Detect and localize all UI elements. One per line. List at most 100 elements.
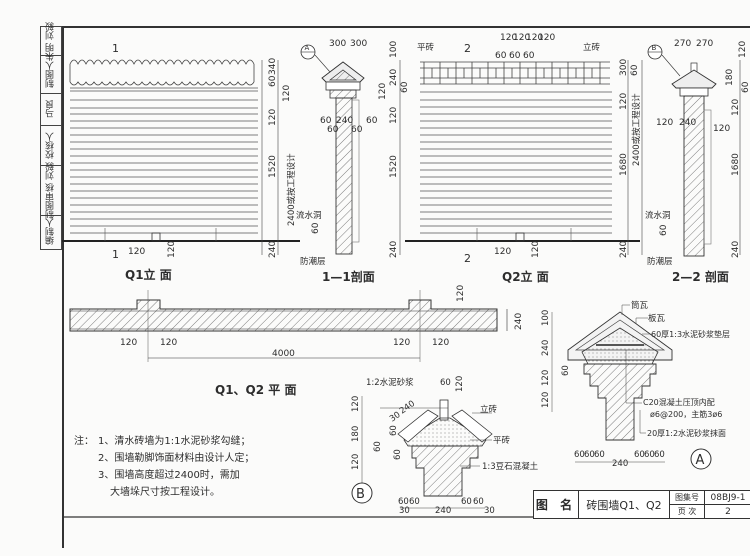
svg-text:60: 60 — [654, 450, 665, 460]
svg-text:120: 120 — [538, 33, 555, 43]
sidebar-cell: 制图人 — [41, 55, 61, 94]
drawing-name: 砖围墙Q1、Q2 — [579, 491, 670, 518]
section-mark-2-top: 2 — [464, 42, 471, 55]
section-mark-1-top: 1 — [112, 42, 119, 55]
svg-text:A: A — [305, 44, 310, 52]
svg-text:60: 60 — [440, 378, 451, 388]
svg-text:60: 60 — [509, 51, 521, 61]
svg-text:筒瓦: 筒瓦 — [631, 300, 649, 311]
svg-text:60: 60 — [584, 450, 595, 460]
svg-text:300: 300 — [619, 59, 629, 76]
svg-text:立砖: 立砖 — [480, 404, 498, 415]
svg-text:120: 120 — [619, 93, 629, 110]
svg-text:60: 60 — [311, 222, 321, 234]
svg-text:60: 60 — [594, 450, 605, 460]
svg-text:240: 240 — [268, 241, 278, 258]
svg-text:240: 240 — [336, 116, 353, 126]
svg-text:1520: 1520 — [268, 155, 278, 178]
drawing-frame — [62, 26, 750, 548]
svg-text:120: 120 — [378, 83, 388, 100]
svg-text:120: 120 — [282, 85, 292, 102]
atlas-number: 08BJ9-1 — [710, 492, 746, 503]
svg-text:120: 120 — [389, 107, 399, 124]
svg-text:1:3豆石混凝土: 1:3豆石混凝土 — [482, 461, 539, 472]
svg-text:120: 120 — [432, 338, 449, 348]
page-number-label: 页 次 — [670, 505, 705, 518]
drawing-name-label: 图 名 — [534, 491, 579, 518]
q2-elevation-title: Q2立 面 — [502, 269, 549, 284]
svg-text:平砖: 平砖 — [493, 435, 511, 446]
sidebar-cell: 马良 — [41, 93, 61, 126]
sidebar-cell: 制图审核 刘毅 — [41, 162, 61, 218]
svg-text:120: 120 — [456, 285, 466, 302]
svg-text:防潮层: 防潮层 — [300, 256, 326, 267]
section-2-2: B 270 270 120 240 120 120 180 60 120 168… — [645, 39, 750, 284]
plan-span-dim: 4000 — [272, 349, 295, 359]
svg-text:300: 300 — [350, 39, 367, 49]
title-block: 图 名 砖围墙Q1、Q2 图集号 08BJ9-1 页 次 2 — [533, 490, 750, 519]
svg-text:30: 30 — [484, 506, 495, 516]
svg-text:240: 240 — [612, 459, 628, 469]
wall-plan: 120 120 120 120 4000 240 120 Q1、Q2 平 面 — [69, 285, 524, 397]
svg-text:180: 180 — [725, 69, 735, 86]
atlas-number-label: 图集号 — [670, 491, 705, 504]
svg-text:120: 120 — [268, 109, 278, 126]
svg-text:立砖: 立砖 — [583, 42, 601, 53]
notes: 注：1、清水砖墙为1:1水泥砂浆勾缝； 2、围墙勒脚饰面材料由设计人定； 3、围… — [74, 433, 254, 501]
section-2-2-title: 2—2 剖面 — [672, 269, 729, 284]
svg-text:防潮层: 防潮层 — [647, 256, 673, 267]
svg-text:C20混凝土压顶内配: C20混凝土压顶内配 — [643, 397, 715, 407]
svg-text:120: 120 — [531, 241, 541, 258]
svg-text:60: 60 — [561, 365, 571, 376]
svg-text:240: 240 — [619, 241, 629, 258]
svg-text:60: 60 — [398, 497, 409, 507]
svg-text:120: 120 — [167, 241, 177, 258]
sidebar-cell: 朱明 刘毅 — [41, 22, 61, 60]
svg-text:60: 60 — [366, 116, 378, 126]
svg-text:120: 120 — [500, 33, 517, 43]
svg-text:240: 240 — [514, 313, 524, 330]
detail-b-label: B — [356, 487, 365, 502]
svg-text:60: 60 — [461, 497, 472, 507]
svg-text:60: 60 — [327, 125, 339, 135]
section-mark-1-bottom: 1 — [112, 248, 119, 261]
svg-text:120: 120 — [494, 247, 511, 257]
sidebar-cell: 校核人 — [41, 125, 61, 166]
notes-label: 注： — [74, 436, 94, 447]
svg-text:1:2水泥砂浆: 1:2水泥砂浆 — [366, 377, 414, 388]
detail-b: 1:2水泥砂浆 立砖 平砖 1:3豆石混凝土 60 120 30 240 60 … — [351, 376, 539, 516]
svg-text:2400或按工程设计: 2400或按工程设计 — [631, 93, 642, 166]
svg-text:1520: 1520 — [389, 155, 399, 178]
svg-text:240: 240 — [679, 118, 696, 128]
note-item: 大墙垛尺寸按工程设计。 — [110, 487, 220, 498]
svg-text:120: 120 — [160, 338, 177, 348]
svg-text:60: 60 — [574, 450, 585, 460]
svg-text:120: 120 — [120, 338, 137, 348]
svg-text:120: 120 — [656, 118, 673, 128]
svg-text:60厚1:3水泥砂浆垫层: 60厚1:3水泥砂浆垫层 — [651, 329, 730, 339]
section-1-1-title: 1—1剖面 — [322, 269, 375, 284]
svg-text:板瓦: 板瓦 — [648, 313, 666, 324]
svg-text:120: 120 — [541, 392, 551, 408]
svg-text:流水洞: 流水洞 — [296, 210, 322, 221]
svg-text:240: 240 — [731, 241, 741, 258]
note-item: 2、围墙勒脚饰面材料由设计人定； — [98, 453, 255, 464]
svg-text:60: 60 — [630, 64, 640, 76]
svg-text:60: 60 — [393, 449, 403, 460]
svg-text:100: 100 — [541, 310, 551, 326]
plan-title: Q1、Q2 平 面 — [215, 383, 296, 397]
section-mark-2-bottom: 2 — [464, 252, 471, 265]
svg-text:30: 30 — [399, 506, 410, 516]
svg-text:120: 120 — [541, 370, 551, 386]
svg-text:1680: 1680 — [731, 153, 741, 176]
svg-text:100: 100 — [389, 41, 399, 58]
svg-text:120: 120 — [738, 41, 748, 58]
svg-text:300: 300 — [329, 39, 346, 49]
svg-text:1680: 1680 — [619, 153, 629, 176]
svg-text:2400或按工程设计: 2400或按工程设计 — [286, 153, 297, 226]
svg-text:60: 60 — [320, 116, 332, 126]
svg-text:120: 120 — [526, 33, 543, 43]
svg-text:平砖: 平砖 — [417, 42, 435, 53]
